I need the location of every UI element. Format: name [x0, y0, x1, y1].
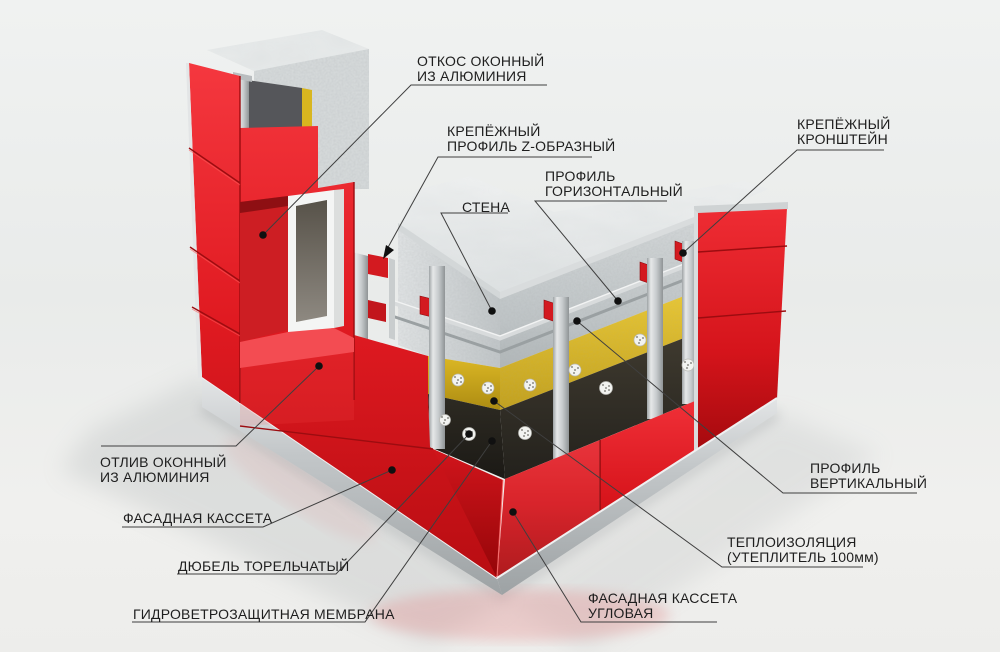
- z-profile-zone: [352, 252, 395, 345]
- leader-dots: [259, 231, 687, 516]
- top-edge-rail-left: [398, 223, 500, 299]
- red-sheen: [240, 352, 600, 578]
- arrow-head: [383, 245, 394, 259]
- top-edge-rail-right: [500, 212, 707, 299]
- label-dyubel: ДЮБЕЛЬ ТОРЕЛЬЧАТЫЙ: [178, 558, 350, 574]
- label-membrana: ГИДРОВЕТРОЗАЩИТНАЯ МЕМБРАНА: [133, 606, 395, 622]
- window-glass: [296, 200, 327, 322]
- label-kasseta: ФАСАДНАЯ КАССЕТА: [123, 510, 273, 526]
- leader-lines: [101, 84, 917, 623]
- wall-top-surface: [398, 176, 768, 296]
- window-reveal-left: [240, 196, 288, 342]
- window-assembly: [240, 189, 354, 368]
- vertical-profiles: [429, 241, 697, 460]
- insulation-face-left: [428, 356, 500, 410]
- label-stena: СТЕНА: [462, 199, 510, 215]
- cassette-column-right-end: [694, 202, 788, 453]
- label-teplo: ТЕПЛОИЗОЛЯЦИЯ(УТЕПЛИТЕЛЬ 100мм): [727, 534, 879, 565]
- window-sill-red: [240, 328, 354, 368]
